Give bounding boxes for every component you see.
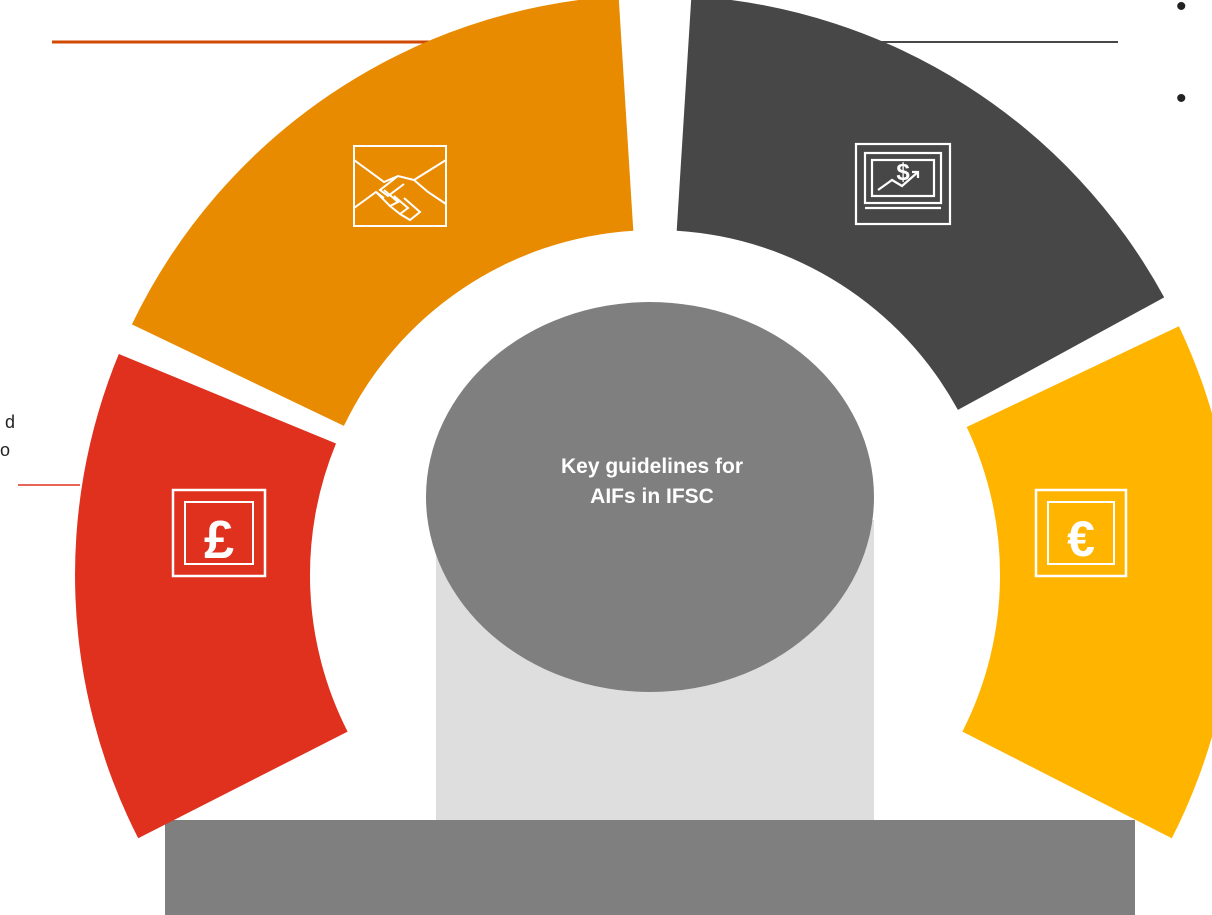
base-bar — [165, 820, 1135, 915]
pound-icon — [171, 488, 267, 578]
pound-glyph: £ — [204, 510, 234, 570]
bullet-2: • — [1176, 82, 1187, 115]
euro-glyph: € — [1067, 511, 1095, 567]
segment-euro — [962, 326, 1212, 839]
left-text-line-1: d — [5, 412, 16, 432]
segment-dollar-monitor — [676, 0, 1165, 410]
center-title-line-2: AIFs in IFSC — [590, 485, 714, 508]
dollar-glyph: $ — [896, 159, 910, 186]
segment-handshake — [131, 0, 634, 426]
center-title: Key guidelines for AIFs in IFSC — [432, 452, 872, 512]
euro-icon — [1034, 488, 1128, 578]
left-text-line-2: o — [0, 440, 11, 460]
laptop-dollar-chart-icon — [854, 142, 952, 226]
handshake-icon — [353, 145, 447, 227]
center-circle — [426, 302, 874, 692]
segment-pound — [75, 354, 348, 839]
bullet-1: • — [1176, 0, 1187, 23]
center-title-line-1: Key guidelines for — [560, 455, 744, 478]
